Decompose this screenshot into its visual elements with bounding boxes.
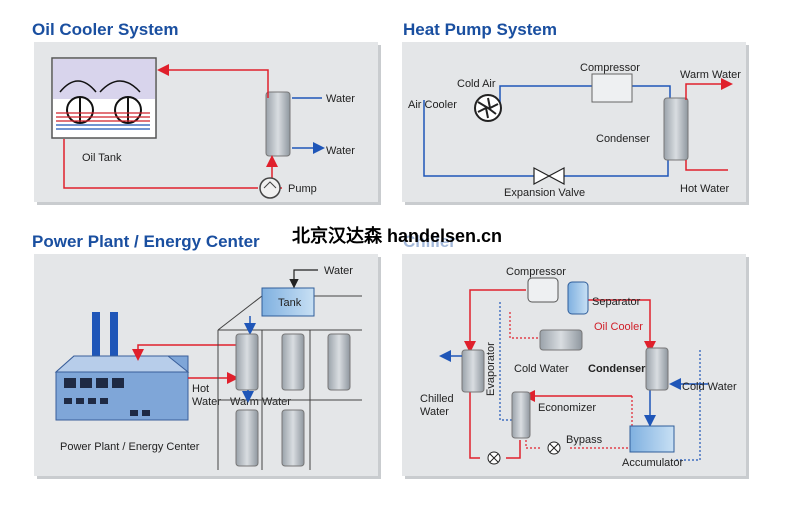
exchanger-5 [281,409,305,467]
cold-water-left-label: Cold Water [514,363,569,375]
cold-water-right-label: Cold Water [682,381,737,393]
exchanger-4 [235,409,259,467]
expansion-valve-label: Expansion Valve [504,187,585,199]
economizer [511,391,531,439]
accumulator [629,425,675,453]
economizer-label: Economizer [538,402,596,414]
exchanger-2 [281,333,305,391]
accumulator-label: Accumulator [622,457,683,469]
warm-water-label: Warm Water [230,396,291,408]
evaporator-label: Evaporator [485,342,497,396]
chimney-left [92,312,100,360]
heat-pump-compressor [591,73,633,103]
compressor-label: Compressor [506,266,566,278]
pump-icon [259,177,281,199]
oil-cooler-diagram: Oil Tank Pump Water Water [51,57,355,199]
heat-pump-diagram: Cold Air Air Cooler Compressor Condenser… [408,62,741,199]
evaporator [461,349,485,393]
condenser-label: Condenser [588,363,646,375]
condenser-label: Condenser [596,133,650,145]
plant-label: Power Plant / Energy Center [60,441,200,453]
chiller-diagram: Compressor Separator Oil Cooler Cold Wat… [420,266,737,469]
separator-label: Separator [592,296,641,308]
oil-cooler-title: Oil Cooler System [32,20,179,39]
warm-water-label: Warm Water [680,69,741,81]
hot-water-label: Hot Water [680,183,729,195]
oil-tank-label: Oil Tank [82,152,122,164]
air-cooler-label: Air Cooler [408,99,457,111]
compressor-label: Compressor [580,62,640,74]
chimney-right [110,312,118,360]
plant-tank [261,287,315,317]
bypass-label: Bypass [566,434,603,446]
expansion-valve-icon [533,167,565,185]
oil-tank-fill [53,59,155,99]
water-in-label: Water [326,93,355,105]
heat-pump-title: Heat Pump System [403,20,557,39]
exchanger-3 [327,333,351,391]
cold-air-label: Cold Air [457,78,496,90]
tank-label: Tank [278,297,302,309]
oil-cooler-label: Oil Cooler [594,321,643,333]
oil-cooler-exchanger [539,329,583,351]
separator [567,281,589,315]
chiller-condenser [645,347,669,391]
watermark: 北京汉达森 handelsen.cn [290,222,505,248]
exchanger-1 [235,333,259,391]
water-label: Water [324,265,353,277]
heat-pump-condenser [663,97,689,161]
chiller-compressor [527,277,559,303]
power-plant-title: Power Plant / Energy Center [32,232,260,251]
water-out-label: Water [326,145,355,157]
oil-cooler-exchanger [265,91,291,157]
pump-label: Pump [288,183,317,195]
